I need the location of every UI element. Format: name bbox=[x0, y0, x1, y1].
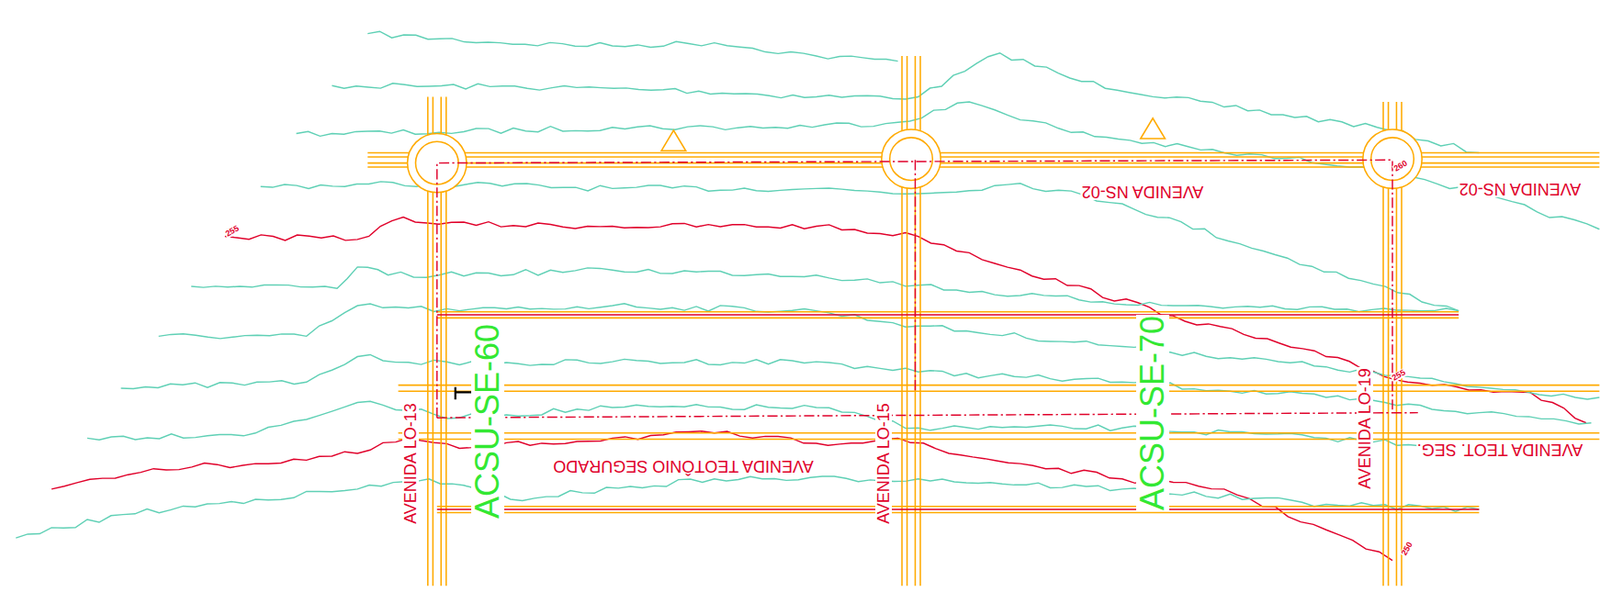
street-name: AVENIDA LO-15 bbox=[875, 403, 892, 527]
road-edge bbox=[437, 317, 1459, 320]
contour-line bbox=[51, 431, 1393, 562]
road-edge bbox=[437, 506, 1480, 508]
contour-line bbox=[15, 476, 1479, 539]
contour-line bbox=[260, 181, 1459, 312]
traffic-island bbox=[661, 130, 687, 151]
block-label: ACSU-SE-60 bbox=[471, 323, 505, 520]
road-edge bbox=[398, 384, 1600, 387]
boundary-line bbox=[437, 159, 1419, 418]
street-name: AVENIDA LO-13 bbox=[402, 403, 419, 527]
street-name: AVENIDA TEOTÔNIO SEGURADO bbox=[552, 458, 815, 475]
street-name: AVENIDA TEOT. SEG. bbox=[1416, 441, 1584, 459]
contour-line bbox=[367, 31, 898, 61]
roundabout-island bbox=[1371, 137, 1415, 181]
traffic-island bbox=[1140, 118, 1166, 139]
road-edge bbox=[398, 432, 1600, 435]
block-label: ACSU-SE-70 bbox=[1136, 315, 1170, 512]
lot-line bbox=[437, 315, 1480, 510]
roundabout bbox=[881, 129, 941, 189]
contour-line bbox=[225, 216, 1587, 423]
contour-line bbox=[296, 101, 1600, 230]
road-edge bbox=[437, 512, 1480, 515]
road-edge bbox=[398, 391, 1600, 394]
street-name: AVENIDA LO-19 bbox=[1356, 367, 1374, 491]
contour-line bbox=[87, 401, 1479, 449]
street-name: AVENIDA NS-02 bbox=[1081, 183, 1206, 201]
contour-lines bbox=[15, 31, 1600, 561]
contour-line bbox=[191, 267, 1459, 313]
roundabout-island bbox=[890, 137, 934, 181]
roads bbox=[367, 56, 1600, 586]
road-edge bbox=[398, 439, 1600, 441]
road-edge bbox=[437, 311, 1459, 314]
street-name: AVENIDA NS-02 bbox=[1458, 180, 1583, 198]
